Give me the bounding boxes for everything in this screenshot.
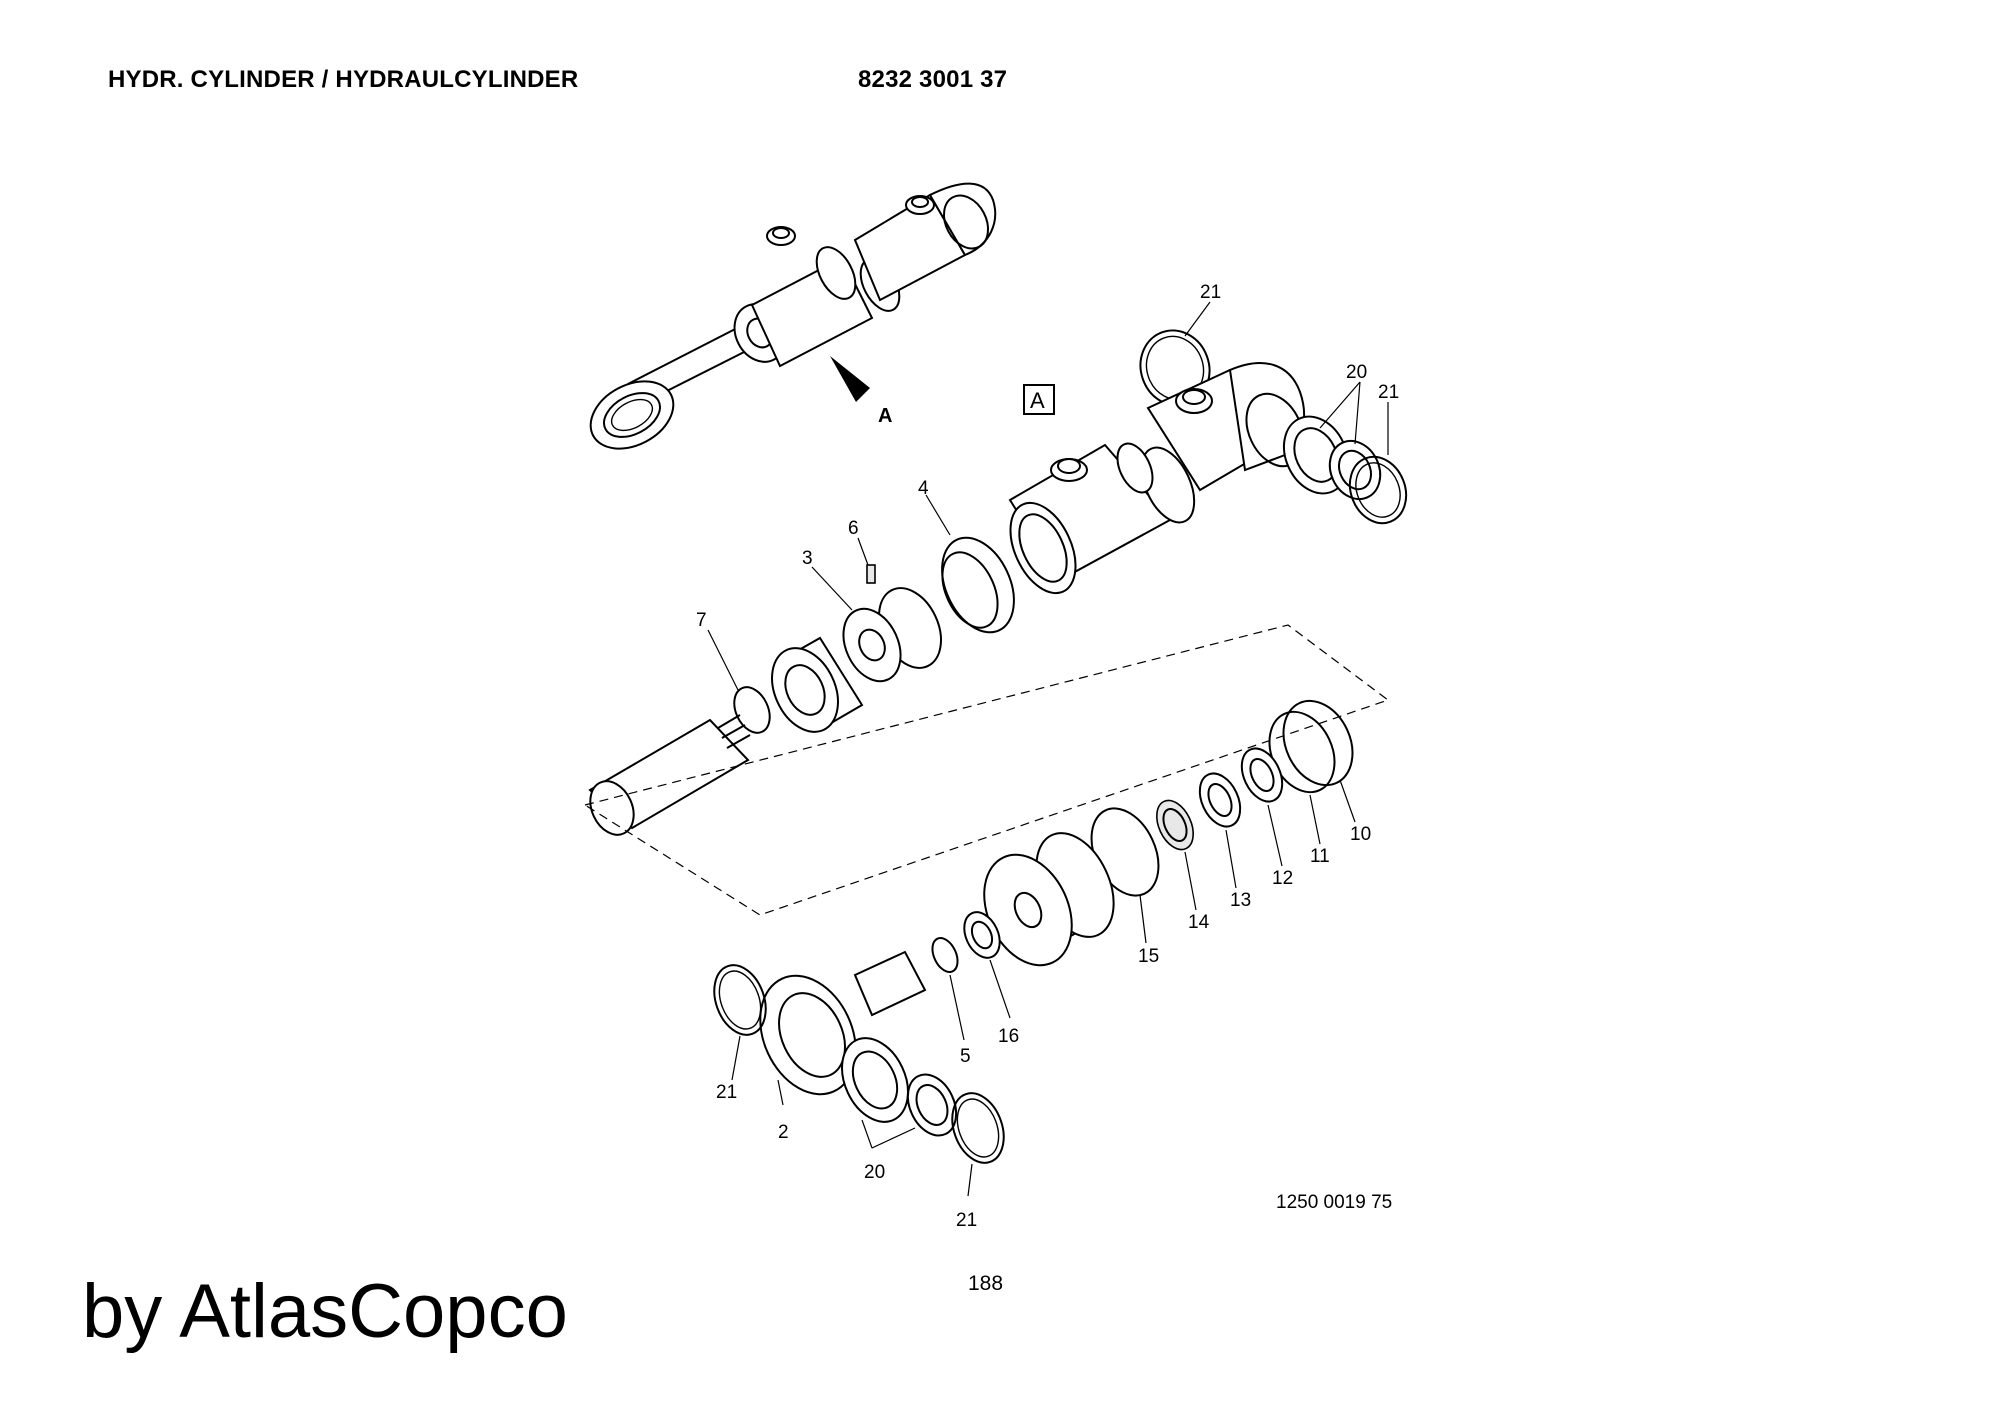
- callout-21: 21: [1200, 282, 1221, 303]
- exploded-upper-assembly: [584, 329, 1408, 916]
- callout-21: 21: [1378, 382, 1399, 403]
- exploded-lower-assembly: [713, 699, 1354, 1164]
- callout-20: 20: [1346, 362, 1367, 383]
- callout-3: 3: [802, 548, 813, 569]
- callout-6: 6: [848, 518, 859, 539]
- detail-marker: A: [1030, 388, 1045, 413]
- callout-21: 21: [956, 1210, 977, 1231]
- callout-7: 7: [696, 610, 707, 631]
- document-title: HYDR. CYLINDER / HYDRAULCYLINDER: [108, 66, 579, 93]
- page-number: 188: [968, 1272, 1004, 1295]
- drawing-number: 1250 0019 75: [1276, 1192, 1393, 1213]
- assembled-cylinder: [589, 182, 997, 450]
- callout-5: 5: [960, 1046, 971, 1067]
- callout-20: 20: [864, 1162, 885, 1183]
- callout-15: 15: [1138, 946, 1159, 967]
- part-number: 8232 3001 37: [858, 66, 1008, 93]
- callout-10: 10: [1350, 824, 1371, 845]
- leader-lines: [707, 301, 1389, 1197]
- callout-21: 21: [716, 1082, 737, 1103]
- detail-box: [1023, 384, 1055, 415]
- callouts: 21 20 21 4 6 3 7 10 11 12 13 14 15 16 5 …: [696, 282, 1399, 1231]
- callout-2: 2: [778, 1122, 789, 1143]
- view-a-label: A: [878, 405, 892, 427]
- callout-4: 4: [918, 478, 929, 499]
- callout-13: 13: [1230, 890, 1251, 911]
- callout-16: 16: [998, 1026, 1019, 1047]
- callout-12: 12: [1272, 868, 1293, 889]
- callout-11: 11: [1310, 846, 1330, 867]
- callout-14: 14: [1188, 912, 1210, 933]
- watermark: by AtlasCopco: [82, 1269, 568, 1354]
